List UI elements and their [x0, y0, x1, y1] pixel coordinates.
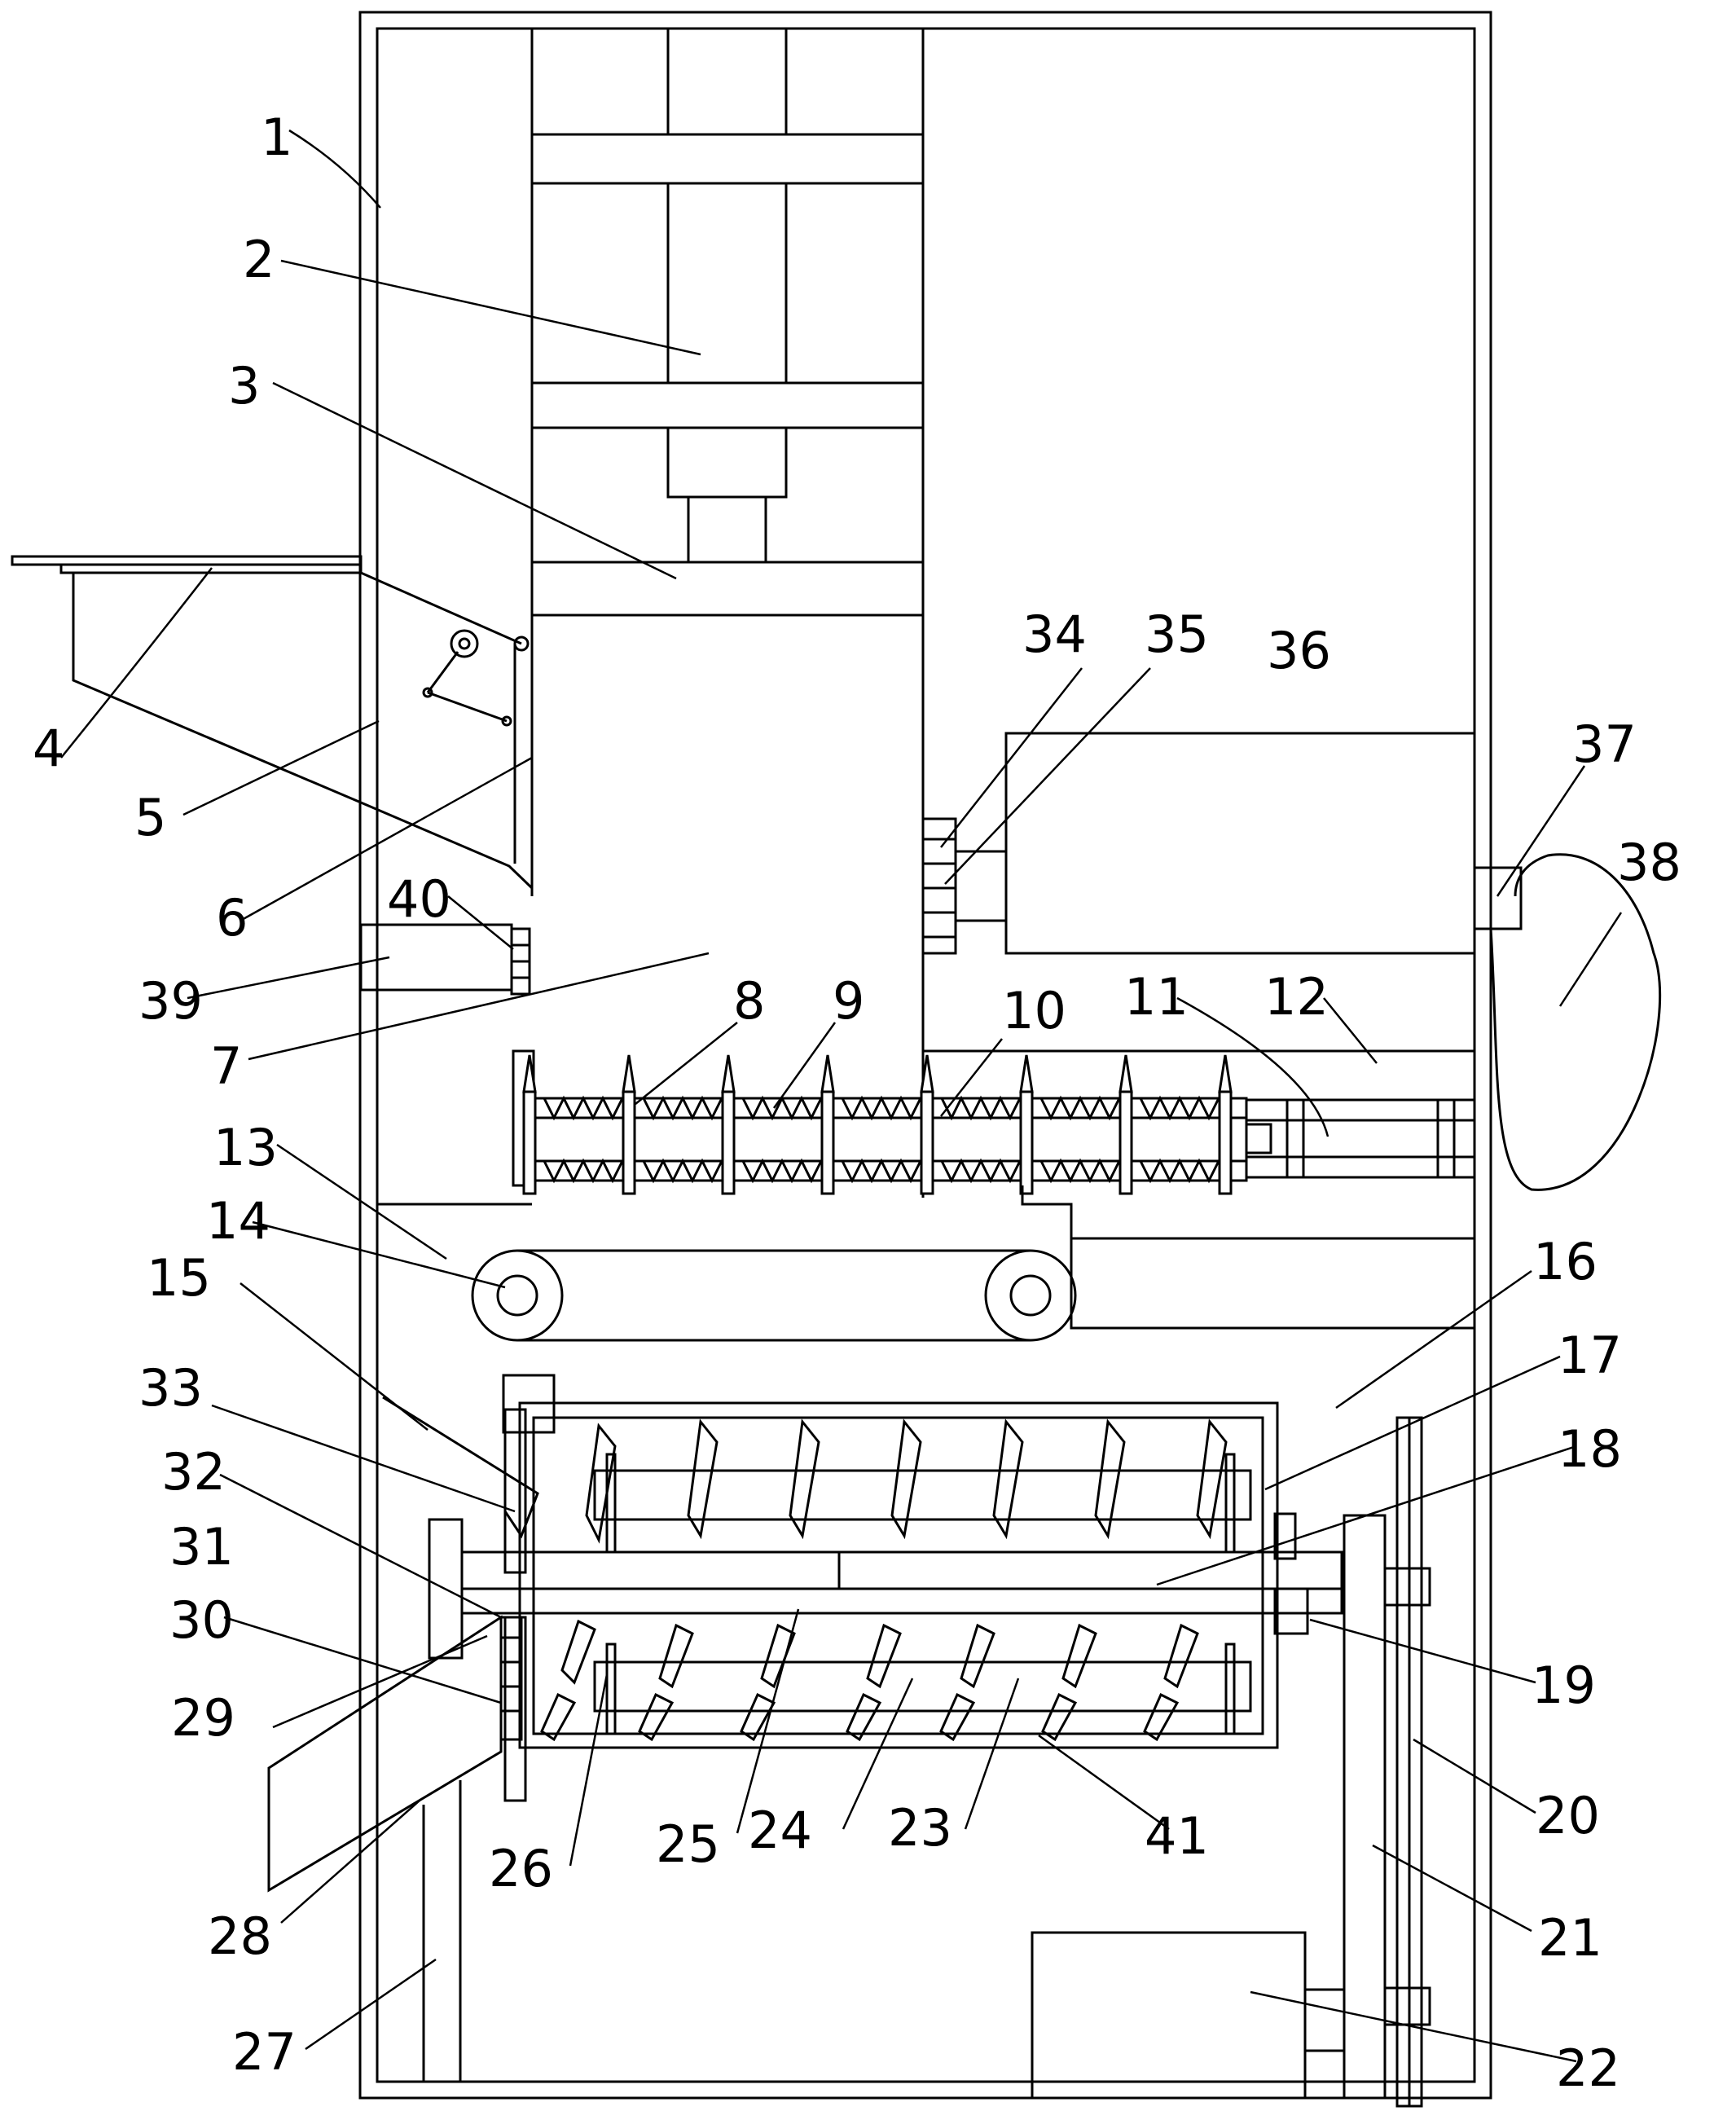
label-11: 11 — [1124, 967, 1189, 1027]
blade-lower — [1165, 1625, 1198, 1687]
label-37: 37 — [1572, 715, 1637, 774]
label-23: 23 — [888, 1798, 952, 1858]
spike — [1220, 1055, 1231, 1194]
outlet-chute — [269, 1617, 521, 2082]
label-7: 7 — [210, 1036, 242, 1096]
label-19: 19 — [1532, 1656, 1596, 1715]
blade-lower — [660, 1625, 692, 1687]
blade-lower — [868, 1625, 900, 1687]
label-40: 40 — [387, 869, 451, 929]
label-12: 12 — [1264, 967, 1329, 1027]
label-17: 17 — [1558, 1326, 1622, 1385]
leader-lines — [61, 130, 1621, 2061]
label-3: 3 — [228, 356, 260, 416]
spike — [623, 1055, 635, 1194]
drive-train — [1032, 1418, 1430, 2106]
blade-lower — [961, 1625, 994, 1687]
label-16: 16 — [1533, 1232, 1598, 1291]
blade-lower — [762, 1625, 794, 1687]
label-24: 24 — [748, 1801, 812, 1860]
label-14: 14 — [206, 1191, 270, 1251]
label-36: 36 — [1267, 621, 1331, 680]
handle — [1475, 855, 1660, 1190]
label-39: 39 — [138, 971, 203, 1031]
label-32: 32 — [161, 1442, 226, 1502]
spike — [921, 1055, 933, 1194]
slide-rail — [923, 1051, 1475, 1177]
spike — [1120, 1055, 1132, 1194]
label-4: 4 — [33, 719, 64, 778]
side-chute — [361, 925, 530, 994]
label-29: 29 — [171, 1688, 235, 1748]
label-26: 26 — [489, 1839, 553, 1898]
label-20: 20 — [1536, 1786, 1600, 1845]
label-41: 41 — [1145, 1806, 1209, 1866]
spike — [524, 1055, 535, 1194]
label-30: 30 — [169, 1590, 234, 1650]
spike — [723, 1055, 734, 1194]
label-22: 22 — [1556, 2038, 1620, 2098]
blade-upper — [587, 1426, 615, 1540]
label-31: 31 — [169, 1517, 234, 1577]
label-1: 1 — [261, 108, 292, 167]
crushing-chamber — [383, 1375, 1342, 1801]
label-18: 18 — [1558, 1419, 1622, 1479]
label-33: 33 — [138, 1358, 203, 1418]
label-13: 13 — [213, 1118, 278, 1177]
label-9: 9 — [833, 971, 864, 1031]
blade-lower — [1063, 1625, 1096, 1687]
label-28: 28 — [208, 1906, 272, 1966]
label-15: 15 — [147, 1248, 211, 1308]
label-6: 6 — [216, 888, 248, 948]
spike-shaft-assembly — [377, 1051, 1246, 1204]
conveyor — [472, 1185, 1475, 1340]
label-38: 38 — [1617, 833, 1681, 892]
label-5: 5 — [134, 788, 166, 847]
label-27: 27 — [232, 2022, 297, 2082]
spike — [1021, 1055, 1032, 1194]
label-34: 34 — [1022, 605, 1087, 664]
label-2: 2 — [243, 230, 275, 289]
label-8: 8 — [733, 971, 765, 1031]
label-10: 10 — [1002, 981, 1066, 1040]
label-21: 21 — [1538, 1908, 1602, 1968]
spike — [822, 1055, 833, 1194]
label-35: 35 — [1145, 605, 1209, 664]
label-25: 25 — [656, 1814, 720, 1874]
blade-lower — [562, 1621, 595, 1682]
